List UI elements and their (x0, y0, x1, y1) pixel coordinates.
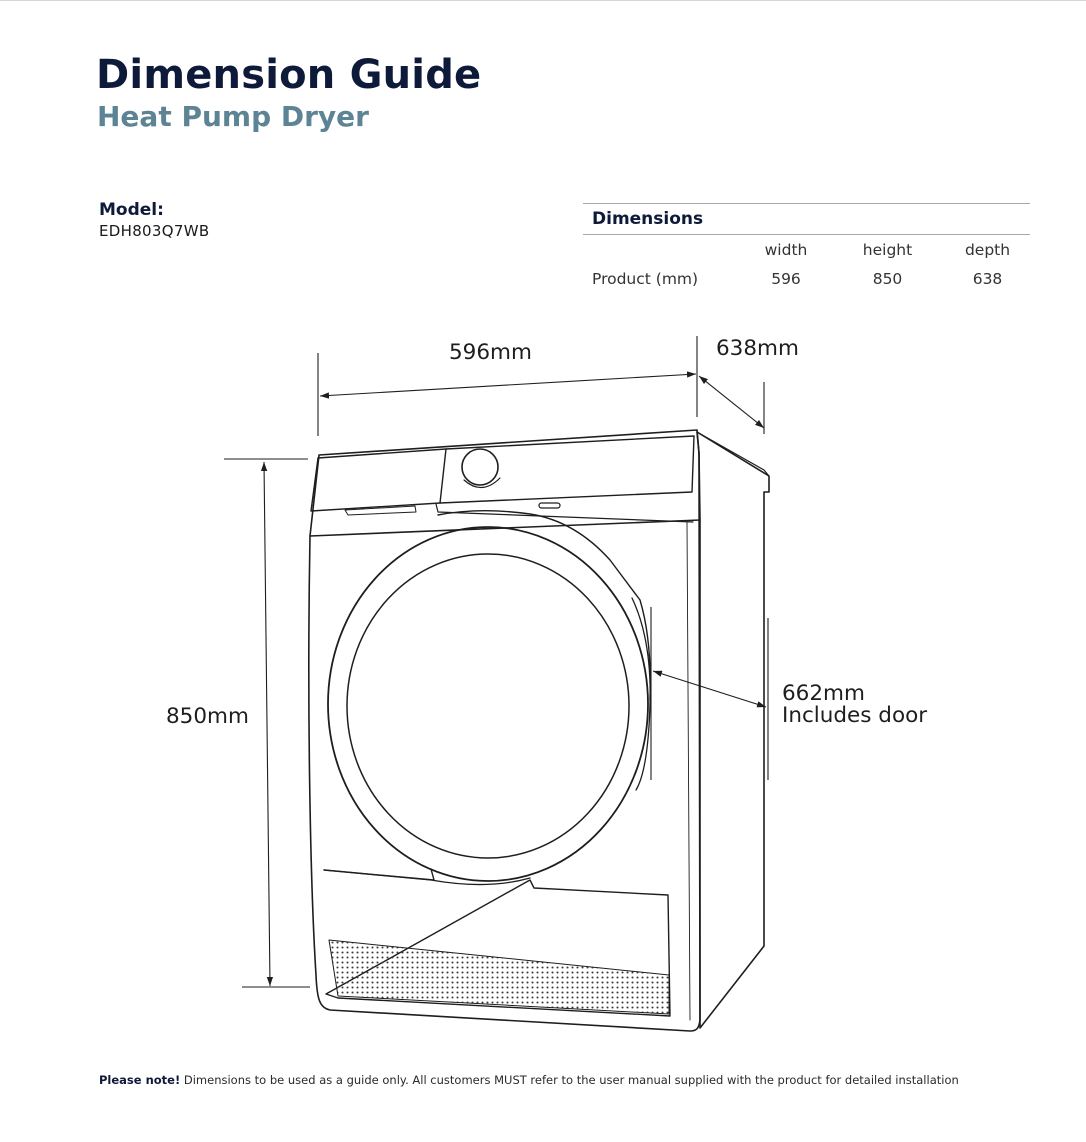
page-subtitle: Heat Pump Dryer (97, 100, 369, 133)
dryer-top-shadow-line (435, 503, 694, 523)
door-depth-dimension-line (652, 670, 767, 708)
footer-note: Please note! Dimensions to be used as a … (99, 1073, 959, 1087)
column-header-height: height (862, 240, 913, 259)
width-label: 596mm (449, 340, 532, 365)
door-depth-label: 662mm (782, 681, 865, 706)
dimensions-table: Dimensions width height depth Product (m… (583, 203, 1030, 293)
top-border (0, 0, 1086, 1)
dryer-front-edge-right (686, 521, 691, 1021)
door-hinge-outline (437, 510, 651, 701)
dryer-display-slot (344, 505, 417, 516)
dimensions-heading: Dimensions (592, 209, 704, 229)
dryer-plinth-top (323, 869, 531, 886)
column-header-depth: depth (964, 240, 1011, 259)
dryer-side-panel (696, 431, 770, 1029)
model-label: Model: (99, 200, 164, 220)
dryer-indicator (538, 502, 561, 509)
dryer-front-body (308, 519, 701, 1032)
table-header-row: width height depth (583, 235, 1030, 264)
footer-note-bold: Please note! (99, 1073, 181, 1087)
model-number: EDH803Q7WB (99, 222, 210, 240)
table-row: Product (mm) 596 850 638 (583, 264, 1030, 293)
height-dimension-line (260, 461, 274, 987)
dryer-top-panel (309, 429, 701, 537)
width-dimension-line (319, 371, 697, 399)
table-header-rule (583, 234, 1030, 235)
depth-label: 638mm (716, 336, 799, 361)
dryer-door-glass (346, 553, 630, 859)
dryer-control-strip (310, 435, 695, 512)
dryer-side-top-edge (696, 431, 770, 477)
table-top-rule (583, 203, 1030, 204)
height-label: 850mm (166, 704, 249, 729)
door-depth-note: Includes door (782, 703, 927, 728)
dryer-door (327, 526, 649, 882)
column-header-width: width (764, 240, 808, 259)
depth-dimension-line (698, 375, 765, 429)
vent-grille (328, 939, 670, 1015)
page-title: Dimension Guide (96, 52, 482, 98)
cell-depth: 638 (972, 269, 1003, 288)
row-label-product: Product (mm) (592, 269, 699, 288)
dryer-panel-divider (439, 448, 447, 504)
program-knob-rim (463, 477, 501, 489)
cell-width: 596 (771, 269, 801, 288)
program-knob (461, 448, 499, 486)
door-handle-edge (631, 597, 651, 791)
footer-note-text: Dimensions to be used as a guide only. A… (180, 1073, 959, 1087)
cell-height: 850 (872, 269, 903, 288)
dimensions-grid: width height depth Product (mm) 596 850 … (583, 235, 1030, 293)
